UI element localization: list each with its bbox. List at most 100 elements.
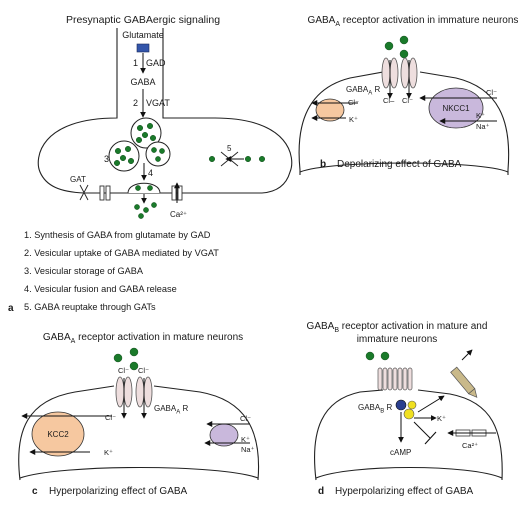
gaba-dot (113, 159, 120, 166)
gabab-receptor-helix (407, 367, 413, 391)
gaba-dot (113, 353, 123, 363)
gaba-dot (135, 136, 142, 143)
panel-c-letter: c (32, 486, 38, 497)
k-channel-icon (450, 366, 478, 398)
receptor-rest: R (372, 85, 380, 94)
fusing-vesicle (127, 182, 161, 194)
calcium-channel (177, 185, 183, 201)
panel-d-receptor-label: GABAB R (358, 403, 392, 415)
glutamate-label: Glutamate (122, 30, 164, 40)
legend-item-4: 4. Vesicular fusion and GABA release (24, 284, 177, 294)
gabaa-receptor-subunit (389, 57, 399, 89)
gabaa-receptor-subunit (400, 57, 410, 89)
legend-item-2: 2. Vesicular uptake of GABA mediated by … (24, 248, 219, 258)
ca-inhibit-line (413, 421, 431, 439)
presynaptic-terminal-membrane (37, 28, 293, 194)
membrane-channel (99, 185, 105, 201)
gaba-dot (399, 49, 409, 59)
gabaa-receptor-c (115, 376, 125, 408)
gaba-dot (399, 35, 409, 45)
panel-d-title-line-2: immature neurons (357, 334, 438, 345)
legend-item-3: 3. Vesicular storage of GABA (24, 266, 144, 276)
ca-inhibit-bar (424, 431, 437, 445)
gabaa-receptor (381, 57, 391, 89)
cl-in-label: Cl⁻ (348, 98, 359, 107)
gabab-receptor-helix (397, 367, 403, 391)
gabaa-receptor-subunit (123, 376, 133, 408)
panel-b-receptor-label: GABAA R (346, 85, 380, 97)
cl-top-1-label: Cl⁻ (118, 366, 129, 375)
gaba-dot (244, 155, 251, 162)
gaba-dot (129, 361, 139, 371)
gabaa-receptor-subunit (408, 57, 418, 89)
step-2-label: 2 (133, 98, 138, 108)
receptor-rest: R (180, 404, 188, 413)
gaba-dot (146, 122, 153, 129)
gaba-dot (124, 145, 131, 152)
panel-c-title: GABAA receptor activation in mature neur… (43, 332, 243, 345)
gabab-receptor-helix (392, 367, 398, 391)
panel-d-caption: Hyperpolarizing effect of GABA (335, 486, 474, 497)
gabab-receptor-helix (387, 367, 393, 391)
gabab-receptor-helix (382, 367, 388, 391)
panel-c-title-rest: receptor activation in mature neurons (75, 332, 243, 343)
gad-label: GAD (146, 58, 166, 68)
vgat-label: VGAT (146, 98, 170, 108)
nkcc1-label: NKCC1 (442, 104, 470, 113)
gaba-dot (129, 347, 139, 357)
receptor-rest: R (384, 403, 392, 412)
g-protein-gamma (407, 400, 417, 410)
gaba-dot (149, 134, 156, 141)
gabab-receptor-helix (402, 367, 408, 391)
gaba-dot (259, 155, 266, 162)
panel-b-title: GABAA receptor activation in immature ne… (308, 15, 519, 28)
k-channel-arrow (417, 395, 445, 413)
cl-kcc-label: Cl⁻ (105, 413, 116, 422)
g-protein-alpha (395, 399, 407, 411)
legend-item-5: 5. GABA reuptake through GATs (24, 302, 156, 312)
gaba-dot (155, 156, 161, 162)
na-right-c-label: Na⁺ (241, 445, 255, 454)
k-left-label: K⁺ (349, 115, 358, 124)
step-4-label: 4 (148, 168, 153, 178)
panel-a-title: Presynaptic GABAergic signaling (66, 14, 220, 26)
panel-a: Presynaptic GABAergic signaling Glutamat… (8, 14, 293, 314)
kcc-transporter-b (315, 98, 345, 122)
gabaa-receptor-subunit (143, 376, 153, 408)
gaba-dot (134, 204, 140, 210)
k-kcc-label: K⁺ (104, 448, 113, 457)
gaba-dot (143, 207, 149, 213)
panel-c-caption: Hyperpolarizing effect of GABA (49, 486, 188, 497)
panel-b-title-sub: A (335, 21, 340, 28)
step-1-label: 1 (133, 58, 138, 68)
receptor-sub: B (380, 409, 384, 415)
panel-d-title-rest: receptor activation in mature and (339, 321, 487, 332)
gaba-dot (384, 41, 394, 51)
gaba-dot (119, 154, 126, 161)
kcc2-transporter (31, 411, 85, 457)
panel-b: GABAA receptor activation in immature ne… (298, 15, 519, 175)
gaba-dot (127, 157, 134, 164)
legend-item-1: 1. Synthesis of GABA from glutamate by G… (24, 230, 211, 240)
panel-c-receptor-label: GABAA R (154, 404, 188, 416)
receptor-sub: A (368, 91, 372, 97)
panel-d-membrane (313, 389, 503, 481)
calcium-channel (171, 185, 177, 201)
panel-d-title-main: GABA (307, 321, 335, 332)
panel-b-membrane (298, 71, 510, 175)
panel-b-letter: b (320, 159, 326, 170)
cl-right-c-label: Cl⁻ (240, 414, 251, 423)
panel-b-caption: Depolarizing effect of GABA (337, 159, 462, 170)
gabaa-receptor-subunit (135, 376, 145, 408)
gaba-dot (365, 351, 375, 361)
gaba-dot (159, 148, 165, 154)
panel-d-title-sub: B (334, 327, 339, 334)
step-3-label: 3 (104, 154, 109, 164)
k-right-c-label: K⁺ (241, 435, 250, 444)
panel-c: GABAA receptor activation in mature neur… (18, 332, 260, 497)
panel-d-membrane-lower (315, 466, 503, 479)
ca-d-label: Ca²⁺ (462, 441, 478, 450)
receptor-main: GABA (154, 404, 177, 413)
step-5-label: 5 (227, 144, 232, 153)
gat-label: GAT (70, 175, 86, 184)
